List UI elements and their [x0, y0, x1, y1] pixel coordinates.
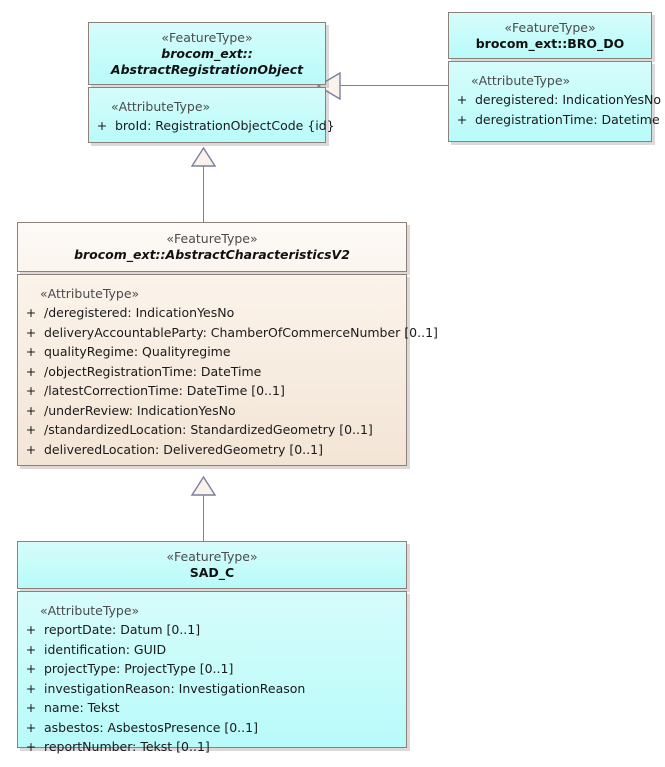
attribute-text: name: Tekst	[44, 700, 120, 715]
attribute-visibility: +	[25, 402, 37, 418]
attribute-row: + deliveryAccountableParty: ChamberOfCom…	[18, 323, 438, 343]
generalization-edge-sadc-to-acv2	[203, 494, 204, 541]
class-stereotype: «FeatureType»	[161, 29, 253, 45]
attribute-row: + broId: RegistrationObjectCode {id}	[89, 116, 335, 136]
class-attributes-abstract-characteristics-v2: «AttributeType» + /deregistered: Indicat…	[17, 274, 438, 466]
attribute-visibility: +	[25, 700, 37, 715]
attribute-row: + qualityRegime: Qualityregime	[18, 342, 406, 362]
class-header-bro-do: «FeatureType» brocom_ext::BRO_DO	[448, 12, 652, 59]
attribute-visibility: +	[25, 641, 37, 657]
class-header-abstract-registration-object: «FeatureType» brocom_ext:: AbstractRegis…	[88, 22, 326, 85]
attribute-text: /underReview: IndicationYesNo	[44, 402, 236, 418]
class-stereotype: «FeatureType»	[504, 19, 596, 35]
attribute-visibility: +	[25, 622, 37, 637]
attributes-stereotype: «AttributeType»	[111, 99, 211, 114]
attribute-visibility: +	[25, 680, 37, 696]
attribute-visibility: +	[25, 363, 37, 379]
class-name-line1: brocom_ext::AbstractCharacteristicsV2	[74, 247, 350, 262]
class-stereotype: «FeatureType»	[166, 549, 258, 564]
attribute-row: + asbestos: AsbestosPresence [0..1]	[18, 718, 406, 738]
attribute-text: /standardizedLocation: StandardizedGeome…	[44, 422, 373, 437]
attribute-row: + identification: GUID	[18, 640, 406, 660]
class-attributes-abstract-registration-object: «AttributeType» + broId: RegistrationObj…	[88, 87, 335, 143]
attribute-text: /objectRegistrationTime: DateTime	[44, 363, 262, 379]
class-name-line1: brocom_ext::	[161, 45, 253, 61]
attribute-text: deliveryAccountableParty: ChamberOfComme…	[44, 324, 438, 340]
attribute-row: + reportNumber: Tekst [0..1]	[18, 737, 406, 757]
class-stereotype: «FeatureType»	[166, 231, 258, 246]
attribute-row: + projectType: ProjectType [0..1]	[18, 659, 406, 679]
attribute-row: + deliveredLocation: DeliveredGeometry […	[18, 440, 406, 460]
attribute-text: identification: GUID	[44, 641, 167, 657]
attribute-visibility: +	[25, 344, 37, 359]
class-name-line2: AbstractRegistrationObject	[110, 61, 304, 77]
attribute-row: + /underReview: IndicationYesNo	[18, 401, 406, 421]
attribute-visibility: +	[25, 383, 37, 398]
attribute-visibility: +	[25, 661, 37, 676]
attribute-row: + name: Tekst	[18, 698, 406, 718]
class-name-line1: brocom_ext::BRO_DO	[475, 35, 625, 51]
attribute-row: + /objectRegistrationTime: DateTime	[18, 362, 406, 382]
class-box-abstract-characteristics-v2[interactable]: «FeatureType» brocom_ext::AbstractCharac…	[17, 222, 438, 466]
attributes-stereotype: «AttributeType»	[471, 73, 571, 88]
generalization-edge-acv2-to-abstractregistrationobject	[203, 165, 204, 223]
class-header-sad-c: «FeatureType» SAD_C	[17, 541, 407, 589]
attribute-row: + investigationReason: InvestigationReas…	[18, 679, 406, 699]
attribute-text: reportDate: Datum [0..1]	[44, 622, 201, 637]
attribute-text: deliveredLocation: DeliveredGeometry [0.…	[44, 441, 323, 457]
attribute-text: deregistrationTime: Datetime	[475, 111, 660, 127]
attribute-row: + deregistrationTime: Datetime	[449, 110, 660, 130]
attribute-row: + /deregistered: IndicationYesNo	[18, 303, 406, 323]
attribute-text: asbestos: AsbestosPresence [0..1]	[44, 719, 258, 735]
attributes-stereotype: «AttributeType»	[40, 603, 140, 618]
class-box-abstract-registration-object[interactable]: «FeatureType» brocom_ext:: AbstractRegis…	[88, 22, 335, 143]
class-name-line1: SAD_C	[189, 565, 235, 580]
attributes-stereotype: «AttributeType»	[40, 286, 140, 301]
class-box-bro-do[interactable]: «FeatureType» brocom_ext::BRO_DO «Attrib…	[448, 12, 661, 142]
generalization-edge-brodo-to-abstractregistrationobject	[338, 85, 448, 86]
attribute-visibility: +	[25, 422, 37, 437]
attribute-text: broId: RegistrationObjectCode {id}	[115, 118, 335, 133]
attribute-visibility: +	[25, 719, 37, 735]
generalization-arrowhead-up-icon-1	[190, 146, 217, 167]
attribute-text: qualityRegime: Qualityregime	[44, 344, 231, 359]
attribute-row: + /latestCorrectionTime: DateTime [0..1]	[18, 381, 406, 401]
attribute-visibility: +	[456, 111, 468, 127]
attribute-text: reportNumber: Tekst [0..1]	[44, 739, 210, 754]
attribute-visibility: +	[25, 305, 37, 320]
attribute-text: investigationReason: InvestigationReason	[44, 680, 306, 696]
attribute-text: /deregistered: IndicationYesNo	[44, 305, 235, 320]
class-attributes-bro-do: «AttributeType» + deregistered: Indicati…	[448, 61, 661, 142]
attribute-visibility: +	[25, 324, 37, 340]
attribute-visibility: +	[25, 441, 37, 457]
attribute-row: + deregistered: IndicationYesNo	[449, 90, 661, 110]
generalization-arrowhead-up-icon-2	[190, 475, 217, 496]
class-header-abstract-characteristics-v2: «FeatureType» brocom_ext::AbstractCharac…	[17, 222, 407, 272]
attribute-visibility: +	[96, 118, 108, 133]
attribute-visibility: +	[456, 92, 468, 107]
generalization-arrowhead-left-icon	[316, 71, 341, 101]
attribute-visibility: +	[25, 739, 37, 754]
attribute-row: + reportDate: Datum [0..1]	[18, 620, 406, 640]
class-attributes-sad-c: «AttributeType» + reportDate: Datum [0..…	[17, 591, 407, 754]
attribute-text: /latestCorrectionTime: DateTime [0..1]	[44, 383, 285, 398]
attribute-row: + /standardizedLocation: StandardizedGeo…	[18, 420, 406, 440]
class-box-sad-c[interactable]: «FeatureType» SAD_C «AttributeType» + re…	[17, 541, 407, 754]
attribute-text: projectType: ProjectType [0..1]	[44, 661, 234, 676]
attribute-text: deregistered: IndicationYesNo	[475, 92, 662, 107]
